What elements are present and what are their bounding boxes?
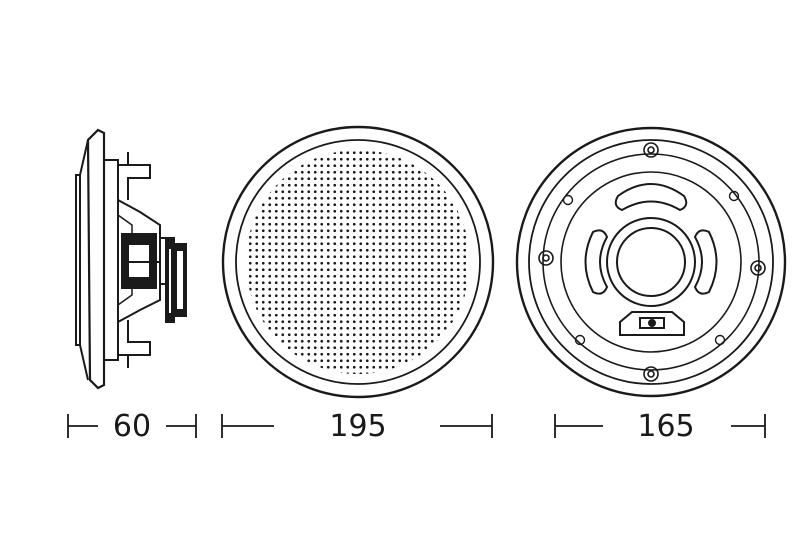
front-outer-ring (221, 125, 495, 399)
rear-window-right (693, 229, 718, 295)
front-inner-ring (235, 139, 481, 385)
dimension-cutout-diameter: 165 (637, 409, 694, 444)
rear-outer-ring (515, 126, 787, 398)
side-bottom-clamp (118, 320, 151, 356)
rear-clamp-screws (538, 142, 766, 382)
grille-mesh (246, 150, 470, 374)
rear-mounting-screws (562, 190, 740, 346)
speaker-rear-view (515, 126, 787, 398)
rear-magnet-outer (606, 217, 696, 307)
speaker-side-view (75, 128, 187, 390)
speaker-front-grille-view (221, 125, 495, 399)
rear-ring-2 (528, 139, 774, 385)
rear-basket-ring (560, 171, 742, 353)
dimension-lines (67, 414, 766, 438)
side-flange (86, 128, 106, 390)
rear-window-top (614, 183, 688, 212)
side-body (103, 159, 119, 361)
dimension-grille-diameter: 195 (329, 409, 386, 444)
rear-ring-3 (542, 153, 760, 371)
rear-terminal (619, 311, 685, 336)
rear-magnet-inner (616, 227, 686, 297)
side-top-clamp (118, 164, 151, 200)
dimension-depth: 60 (113, 409, 151, 444)
rear-window-left (584, 229, 609, 295)
